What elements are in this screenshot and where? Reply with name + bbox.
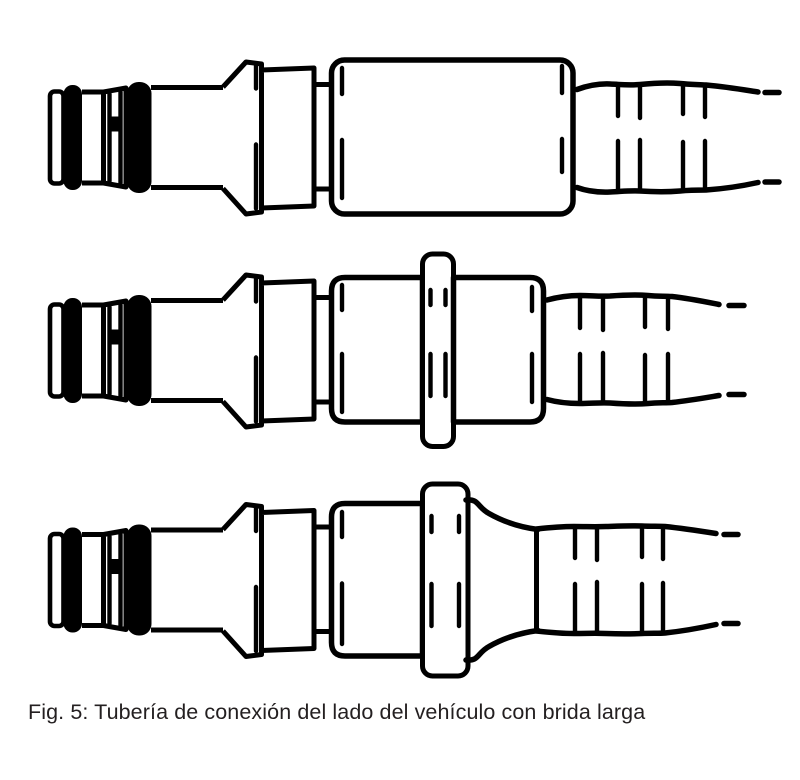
bulge-top-contour <box>463 497 541 533</box>
pipe-variant-plain-body <box>50 57 782 217</box>
flange-highlight-lines <box>428 287 448 399</box>
hose-top-contour <box>574 80 761 95</box>
hose-break-marks <box>762 89 782 185</box>
hose-top-contour <box>544 292 722 308</box>
hose-break-marks <box>726 302 747 398</box>
corrugated-hose <box>533 523 741 637</box>
flange-highlight-lines <box>429 513 462 629</box>
hose-corrugation-lines <box>572 525 666 635</box>
body-cylinder <box>328 57 576 217</box>
hose-top-contour <box>533 523 719 537</box>
body-cylinder-right <box>450 274 547 425</box>
hose-corrugation-lines <box>615 81 708 193</box>
bulged-transition <box>463 497 541 663</box>
long-flange <box>420 481 471 679</box>
corrugated-hose <box>544 292 747 407</box>
body-highlight-lines <box>339 63 565 201</box>
connector-tip <box>50 275 333 427</box>
bulge-bottom-contour <box>463 627 541 663</box>
connector-tip <box>50 505 333 657</box>
hose-bottom-contour <box>533 621 719 637</box>
hose-bottom-contour <box>574 179 761 195</box>
hose-break-marks <box>721 531 741 627</box>
corrugated-hose <box>574 80 782 195</box>
hose-corrugation-lines <box>577 294 671 405</box>
flange <box>420 251 456 449</box>
pipe-connection-diagram <box>0 57 782 679</box>
connector-tip <box>50 62 333 214</box>
hose-bottom-contour <box>544 392 722 407</box>
figure-caption: Fig. 5: Tubería de conexión del lado del… <box>28 700 646 724</box>
body-cylinder-left <box>328 274 426 425</box>
pipe-variant-long-flange <box>50 481 741 679</box>
pipe-variant-short-flange <box>50 251 747 449</box>
body-cylinder-left <box>328 500 426 659</box>
